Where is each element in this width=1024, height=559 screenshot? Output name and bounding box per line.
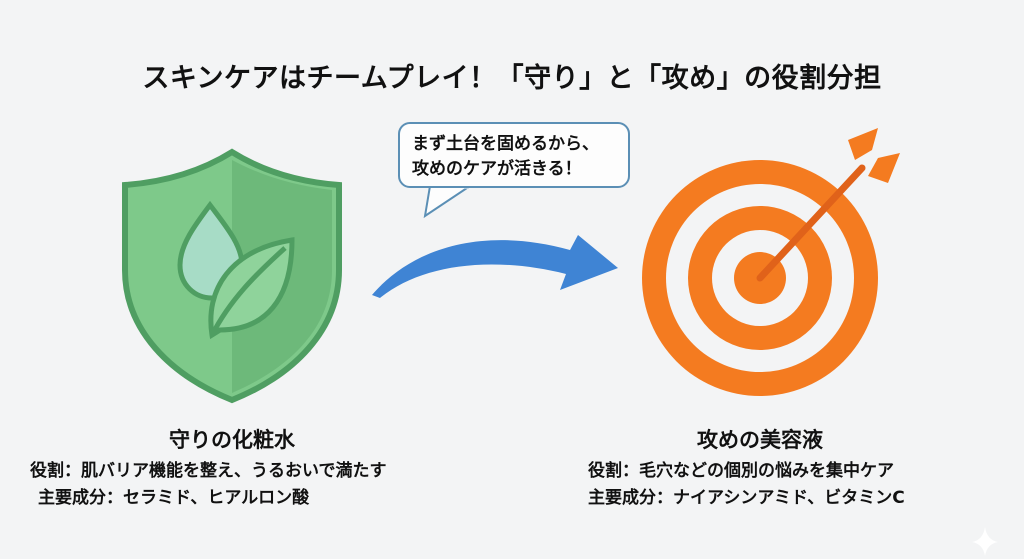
- curved-arrow-icon: [372, 235, 618, 298]
- target-arrow-icon: [642, 128, 900, 396]
- right-role: 役割：毛穴などの個別の悩みを集中ケア: [588, 461, 894, 481]
- speech-bubble: まず土台を固めるから、 攻めのケアが活きる！: [398, 122, 630, 188]
- speech-bubble-tail: [423, 185, 474, 219]
- left-ingredients: 主要成分：セラミド、ヒアルロン酸: [38, 488, 310, 508]
- shield-leaf-icon: [122, 148, 342, 404]
- bubble-line-1: まず土台を固めるから、: [412, 134, 599, 154]
- page-title: スキンケアはチームプレイ！「守り」と「攻め」の役割分担: [142, 63, 882, 94]
- right-ingredients: 主要成分：ナイアシンアミド、ビタミンC: [588, 488, 905, 508]
- left-role: 役割：肌バリア機能を整え、うるおいで満たす: [30, 461, 387, 481]
- right-heading: 攻めの美容液: [697, 428, 823, 452]
- sparkle-icon: [972, 527, 998, 556]
- left-heading: 守りの化粧水: [169, 428, 295, 452]
- bubble-line-2: 攻めのケアが活きる！: [412, 159, 582, 179]
